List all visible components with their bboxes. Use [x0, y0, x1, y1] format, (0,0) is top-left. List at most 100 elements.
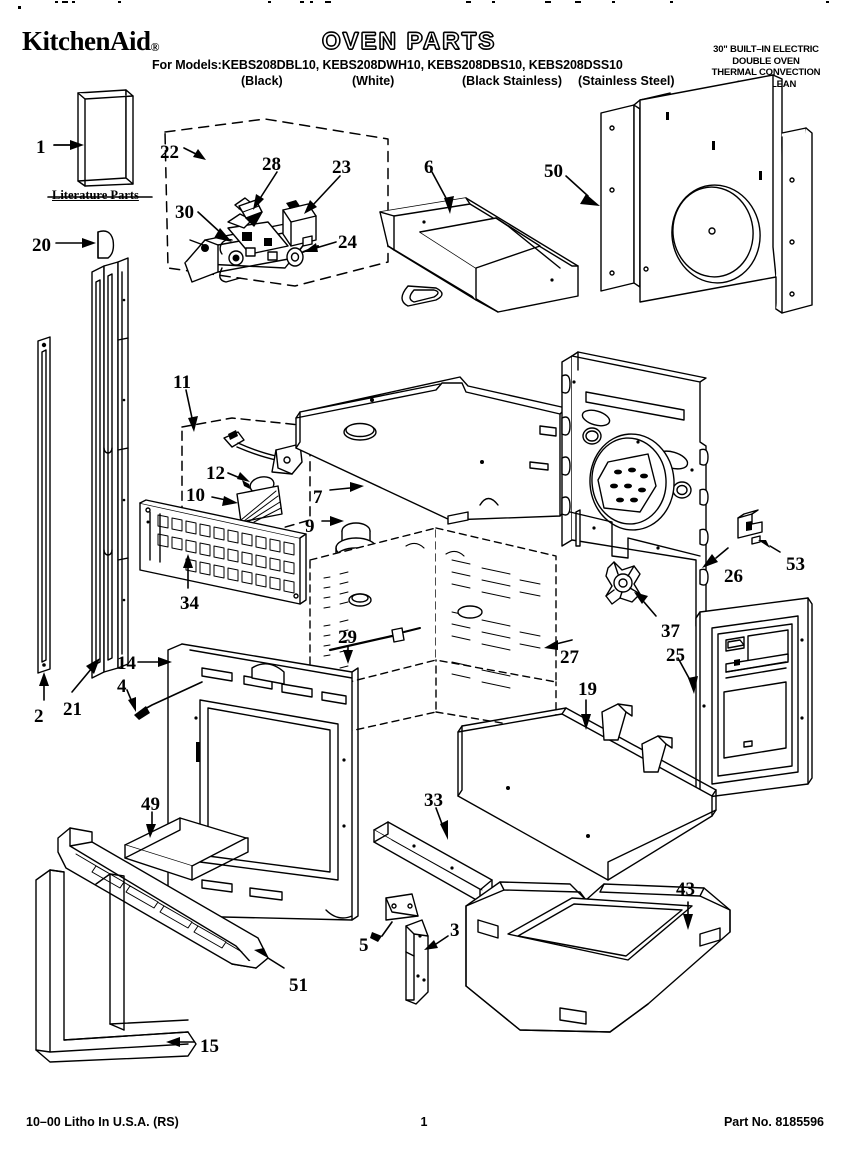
- callout-12: 12: [206, 463, 225, 484]
- callout-50: 50: [544, 161, 563, 182]
- leader-28: [253, 171, 278, 210]
- part-19-divider-panel: [457, 703, 717, 881]
- part-1-literature: [77, 89, 134, 187]
- footer-litho: 10–00 Litho In U.S.A. (RS): [26, 1115, 179, 1129]
- finish-white: (White): [352, 74, 395, 88]
- footer-page-number: 1: [420, 1115, 428, 1129]
- part-12-lamp-socket: [223, 430, 303, 494]
- leader-51: [254, 948, 285, 969]
- leader-21: [71, 658, 100, 693]
- spec-line-3: THERMAL CONVECTION: [711, 67, 821, 78]
- callout-34: 34: [180, 593, 199, 614]
- callout-29: 29: [338, 627, 357, 648]
- part-34-vent-trim-panel: [139, 499, 307, 605]
- part-49-trim-channel: [124, 817, 249, 881]
- part-23-relay-box: [282, 200, 317, 247]
- brand-name: KitchenAid: [22, 26, 151, 56]
- leader-50: [565, 175, 600, 206]
- callout-5: 5: [359, 935, 369, 956]
- callout-51: 51: [289, 975, 308, 996]
- finish-black-stainless: (Black Stainless): [462, 74, 563, 88]
- callout-49: 49: [141, 794, 160, 815]
- callout-1: 1: [36, 137, 46, 158]
- callout-33: 33: [424, 790, 443, 811]
- part-53-clip: [737, 509, 763, 545]
- footer-part-number: Part No. 8185596: [723, 1115, 824, 1129]
- leader-6: [431, 171, 454, 214]
- callout-19: 19: [578, 679, 597, 700]
- registered-mark-icon: ®: [150, 40, 160, 54]
- finish-black: (Black): [241, 74, 283, 88]
- leader-29: [343, 645, 353, 664]
- scan-artifacts: [18, 1, 829, 9]
- callout-22: 22: [160, 142, 179, 163]
- part-43-base-pan: [465, 881, 731, 1033]
- part-10-lens: [236, 485, 283, 523]
- leader-4: [126, 689, 136, 712]
- group-label-literature-parts: Literature Parts: [52, 188, 139, 202]
- callout-6: 6: [424, 157, 434, 178]
- leader-12: [227, 472, 250, 482]
- leader-43: [683, 901, 693, 930]
- part-27-oven-cavity: [309, 527, 557, 741]
- leader-14: [137, 657, 172, 667]
- callout-53: 53: [786, 554, 805, 575]
- callout-10: 10: [186, 485, 205, 506]
- brand-logo: KitchenAid®: [22, 26, 160, 57]
- part-20-endcap: [97, 230, 115, 259]
- callout-26: 26: [724, 566, 743, 587]
- part-4-screw: [134, 681, 203, 720]
- part-2-trim-strip: [37, 336, 51, 674]
- spec-line-2: DOUBLE OVEN: [732, 55, 800, 67]
- page-title: OVEN PARTS: [321, 27, 497, 55]
- leader-37: [634, 592, 657, 617]
- leader-10: [211, 496, 238, 506]
- callout-20: 20: [32, 235, 51, 256]
- leader-7: [329, 482, 364, 492]
- leader-34: [183, 554, 193, 589]
- part-25-inner-door-panel: [695, 597, 813, 799]
- callout-15: 15: [200, 1036, 219, 1057]
- leader-23: [304, 175, 341, 214]
- leader-53: [758, 540, 781, 553]
- finish-stainless-steel: (Stainless Steel): [578, 74, 675, 88]
- callout-30: 30: [175, 202, 194, 223]
- callout-43: 43: [676, 879, 695, 900]
- part-21-side-rail: [91, 257, 129, 679]
- callout-3: 3: [450, 920, 460, 941]
- leader-30: [197, 211, 232, 242]
- leader-27: [544, 639, 573, 650]
- leader-22: [183, 147, 206, 160]
- leader-25: [677, 657, 698, 694]
- leader-33: [435, 807, 448, 840]
- part-6-deflector-panel: [379, 197, 579, 313]
- callout-23: 23: [332, 157, 351, 178]
- leader-2: [39, 672, 49, 701]
- spec-line-1: 30" BUILT–IN ELECTRIC: [713, 44, 819, 55]
- part-22-group-boundary: [164, 118, 389, 287]
- part-37-fan-blade: [605, 561, 641, 605]
- callout-24: 24: [338, 232, 357, 253]
- callout-4: 4: [117, 676, 127, 697]
- part-7-cavity-top: [295, 376, 567, 525]
- part-26-rear-bulkhead: [561, 351, 709, 627]
- leader-3: [424, 935, 449, 950]
- leader-15: [166, 1037, 195, 1047]
- leader-11: [185, 389, 198, 432]
- callout-11: 11: [173, 372, 191, 393]
- callout-27: 27: [560, 647, 579, 668]
- leader-49: [146, 811, 156, 838]
- model-list: For Models:KEBS208DBL10, KEBS208DWH10, K…: [152, 58, 623, 72]
- callout-2: 2: [34, 706, 44, 727]
- part-5-corner-bracket: [370, 893, 419, 942]
- callout-9: 9: [305, 516, 315, 537]
- part-33-side-rail-channel: [373, 821, 493, 903]
- leader-20: [55, 238, 96, 248]
- leader-19: [581, 699, 591, 730]
- leader-26: [702, 547, 729, 568]
- part-50-rear-panel: [600, 74, 813, 314]
- part-3-upright-bracket: [405, 919, 429, 1005]
- callout-37: 37: [661, 621, 680, 642]
